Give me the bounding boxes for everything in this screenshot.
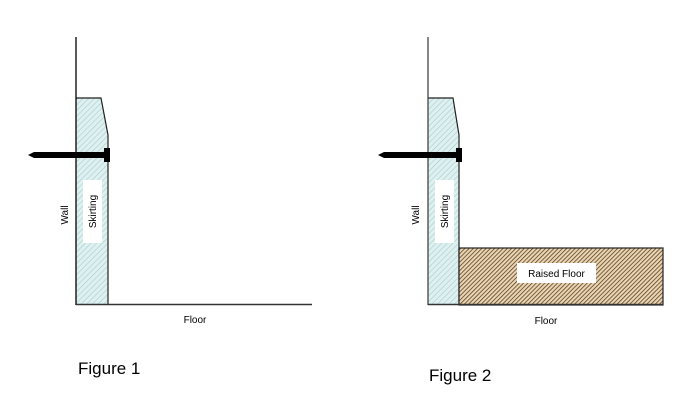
nail-icon [378, 148, 462, 162]
skirting-outline [428, 97, 460, 305]
floor-label: Floor [184, 315, 207, 326]
figure-caption: Figure 1 [78, 359, 140, 378]
figure-2: Skirting Wall Raised Floor Floor Figure … [378, 37, 664, 385]
nail-icon [28, 148, 110, 162]
skirting-label: Skirting [88, 195, 99, 228]
raised-floor-label: Raised Floor [528, 269, 585, 280]
floor-label: Floor [535, 316, 558, 327]
figure-1: Skirting Wall Floor Figure 1 [28, 37, 312, 378]
skirting-label: Skirting [440, 195, 451, 228]
wall-label: Wall [411, 205, 422, 224]
wall-label: Wall [60, 205, 71, 224]
figure-caption: Figure 2 [429, 366, 491, 385]
skirting-outline [76, 97, 109, 305]
